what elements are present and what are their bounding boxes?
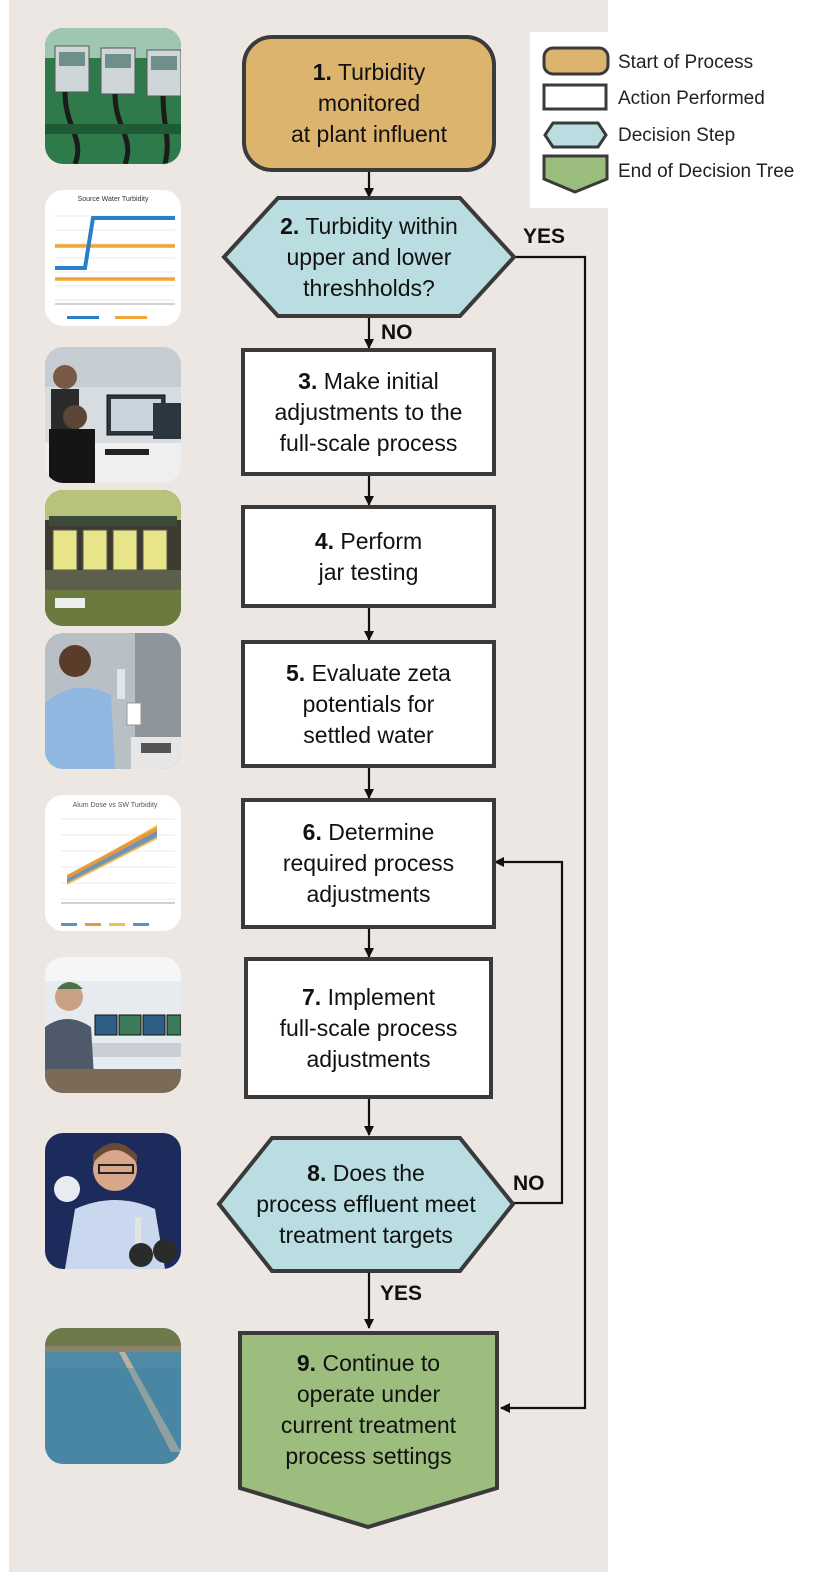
step-9-number: 9. [296,1350,317,1376]
step-7-number: 7. [302,983,322,1010]
legend-decision-swatch [543,121,608,149]
arrow-2-yes-to-9 [500,255,587,1413]
legend-decision-label: Decision Step [618,125,736,146]
step-2-shape [221,196,517,318]
step-8-label: Does the process effluent meet treatment… [256,1160,476,1248]
legend-end-swatch [542,154,609,194]
step-4-text: 4. Perform jar testing [245,509,492,604]
step-8-number: 8. [307,1160,327,1186]
step-9-shape [238,1331,499,1530]
branch-8-no-label: NO [513,1172,545,1195]
step-2-label: Turbidity within upper and lower threshh… [286,212,458,301]
step-6-number: 6. [302,819,322,845]
legend-end-label: End of Decision Tree [618,161,795,182]
step-5-shape [241,640,496,768]
step-6-shape [241,798,496,929]
step-5-label: Evaluate zeta potentials for settled wat… [302,659,451,748]
step-2-text: 2. Turbidity within upper and lower thre… [250,200,488,314]
photo-scientist-pipette [45,1133,181,1269]
photo-source-water-chart: Source Water Turbidity [45,190,181,326]
photo-jar-testing [45,490,181,626]
photo-alum-dose-chart: Alum Dose vs SW Turbidity [45,795,181,931]
legend-start-swatch [542,46,610,76]
photo-control-room [45,957,181,1093]
step-9-label: Continue to operate under current treatm… [280,1350,457,1469]
step-8-text: 8. Does the process effluent meet treatm… [230,1140,502,1269]
photo-lab-technician [45,633,181,769]
step-5-text: 5. Evaluate zeta potentials for settled … [245,644,492,764]
photo-turbidity-meters [45,28,181,164]
branch-2-yes-label: YES [523,225,566,248]
step-3-number: 3. [298,367,318,394]
step-1-number: 1. [312,59,332,85]
step-2-number: 2. [280,212,300,239]
legend-start-label: Start of Process [618,52,754,73]
step-1-label: Turbidity monitored at plant influent [290,59,447,147]
step-3-shape [241,348,496,476]
branch-2-no-label: NO [381,321,413,344]
step-4-label: Perform jar testing [318,527,423,585]
photo-reservoir [45,1328,181,1464]
step-8-shape [216,1136,516,1273]
step-9-text: 9. Continue to operate under current tre… [244,1342,493,1478]
step-5-number: 5. [286,659,306,686]
step-3-text: 3. Make initial adjustments to the full-… [245,352,492,472]
step-7-shape [244,957,493,1099]
photo-operators-computer [45,347,181,483]
step-1-text: 1. Turbidity monitored at plant influent [248,41,490,166]
legend-action-swatch [542,83,608,111]
step-7-text: 7. Implement full-scale process adjustme… [248,961,489,1095]
arrow-8-no-to-6 [494,857,564,1205]
mini-chart-2-title: Alum Dose vs SW Turbidity [73,802,158,809]
step-4-shape [241,505,496,608]
step-4-number: 4. [314,527,334,554]
step-7-label: Implement full-scale process adjustments [279,983,458,1072]
branch-8-yes-label: YES [380,1282,423,1305]
step-6-text: 6. Determine required process adjustment… [245,802,492,925]
step-6-label: Determine required process adjustments [282,819,455,907]
legend-action-label: Action Performed [618,88,765,109]
step-3-label: Make initial adjustments to the full-sca… [274,367,463,456]
mini-chart-1-title: Source Water Turbidity [78,196,149,203]
step-1-shape [242,35,496,172]
